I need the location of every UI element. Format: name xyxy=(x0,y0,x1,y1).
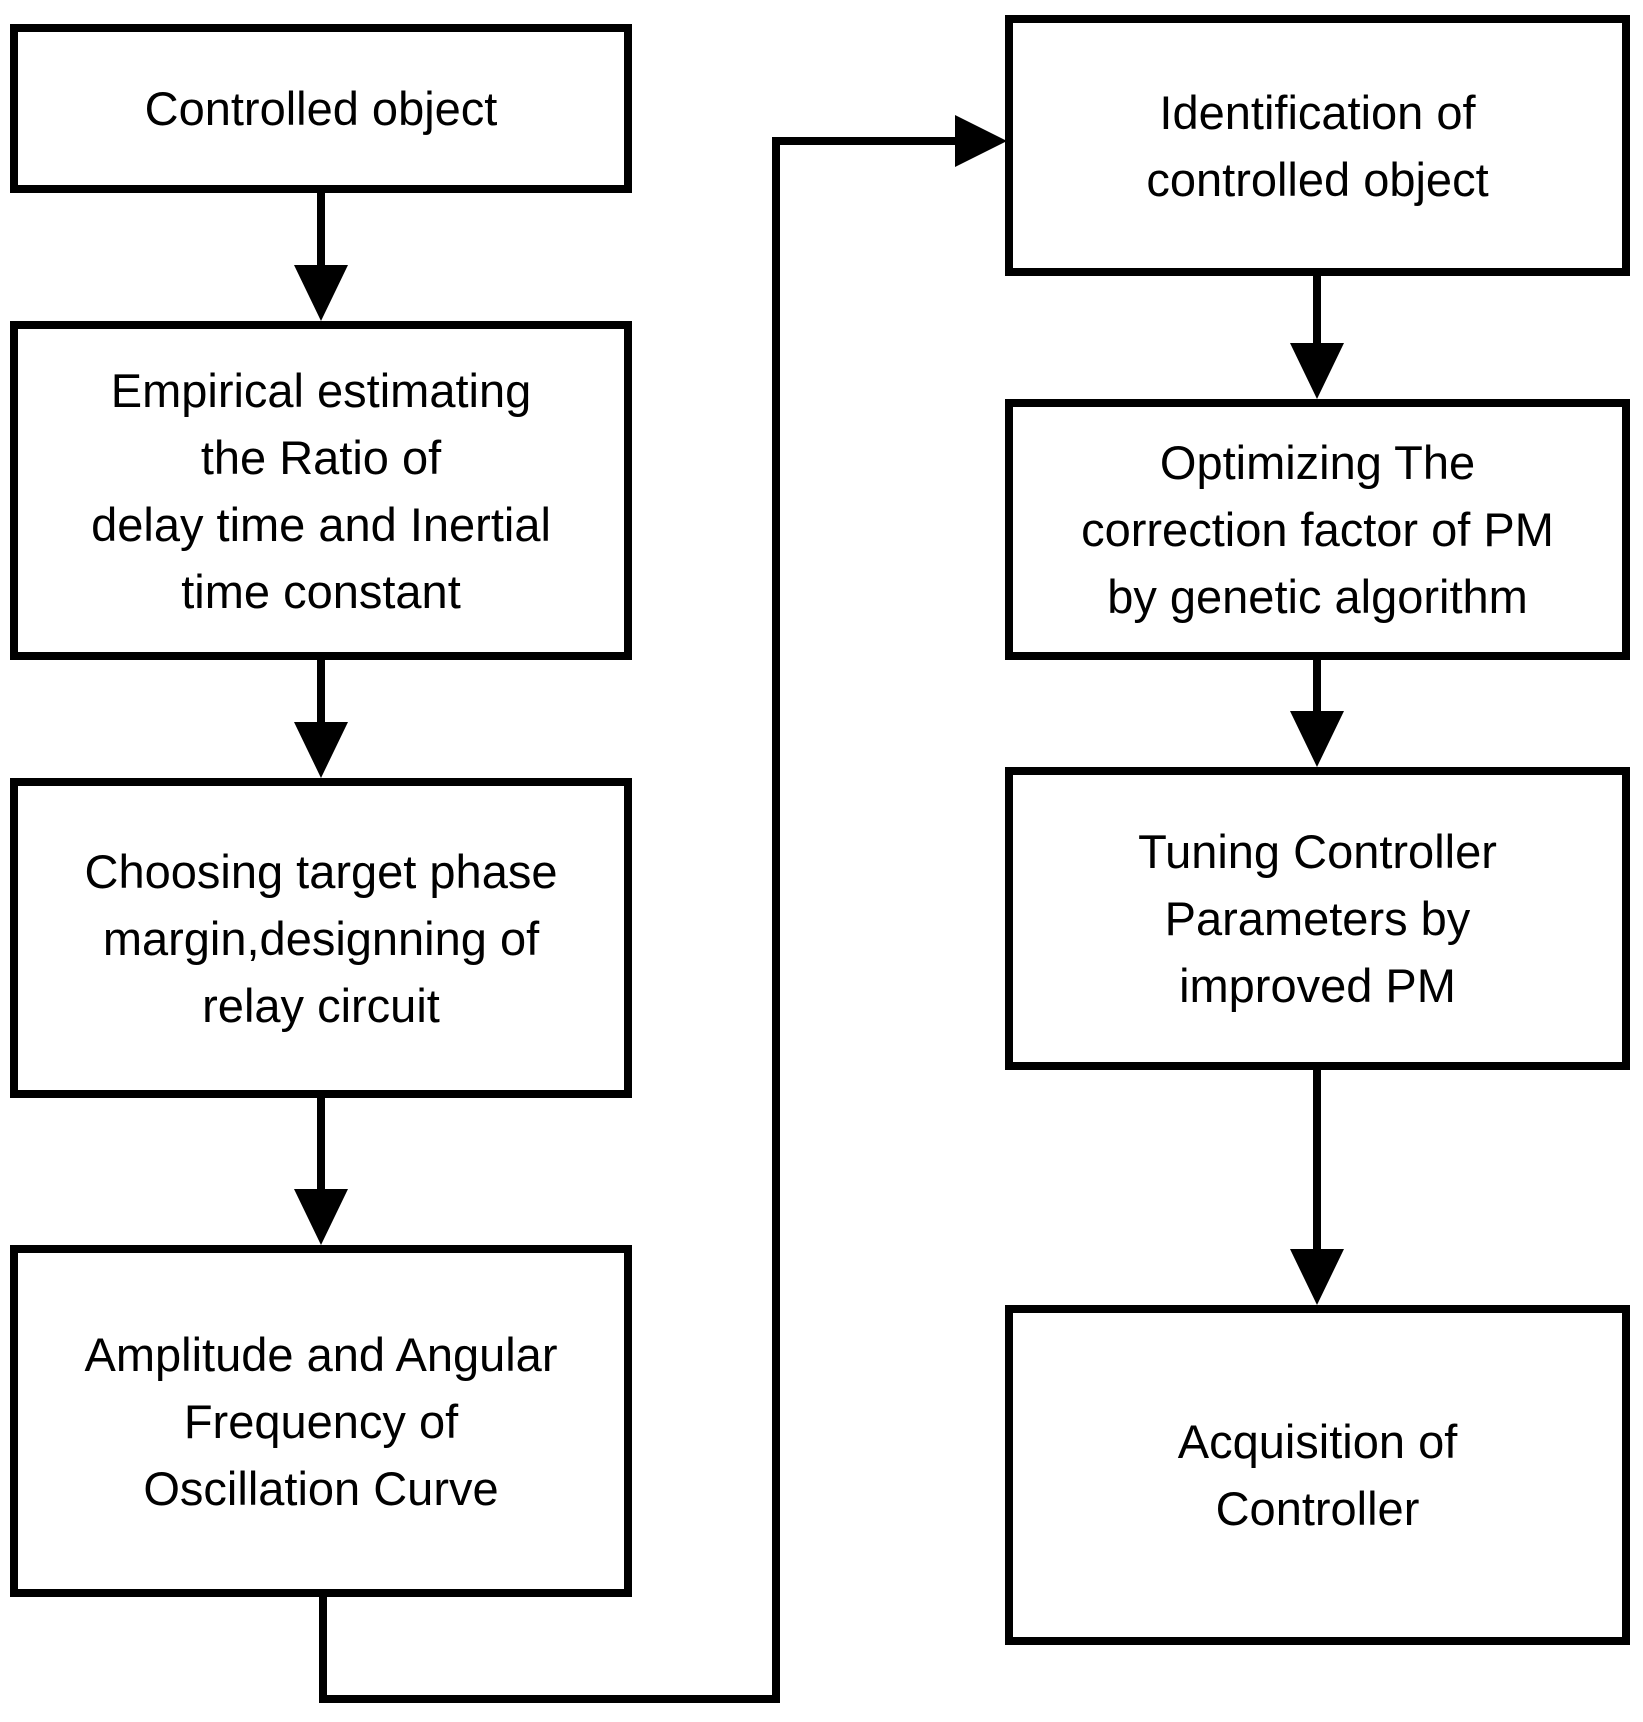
flow-box-empirical-estimating: Empirical estimating the Ratio of delay … xyxy=(10,321,632,660)
flow-box-choosing-target-phase: Choosing target phase margin,designning … xyxy=(10,778,632,1098)
flow-box-controlled-object: Controlled object xyxy=(10,24,632,193)
flow-box-label: Identification of controlled object xyxy=(1146,85,1489,206)
connector-line-top xyxy=(772,137,960,145)
flow-box-amplitude-angular-frequency: Amplitude and Angular Frequency of Oscil… xyxy=(10,1245,632,1597)
flow-box-label: Empirical estimating the Ratio of delay … xyxy=(91,363,551,618)
arrow-right-icon xyxy=(955,115,1007,167)
connector-line-up xyxy=(772,137,780,1703)
flow-box-optimizing-correction-factor: Optimizing The correction factor of PM b… xyxy=(1005,399,1630,660)
flow-box-label: Acquisition of Controller xyxy=(1177,1415,1458,1535)
flow-box-identification-of-controlled-object: Identification of controlled object xyxy=(1005,15,1630,276)
flow-box-tuning-controller-parameters: Tuning Controller Parameters by improved… xyxy=(1005,767,1630,1070)
flow-box-acquisition-of-controller: Acquisition of Controller xyxy=(1005,1305,1630,1645)
flow-box-label: Controlled object xyxy=(144,82,498,135)
flow-box-label: Tuning Controller Parameters by improved… xyxy=(1138,825,1497,1012)
connector-line-bottom xyxy=(319,1695,780,1703)
flow-box-label: Choosing target phase margin,designning … xyxy=(84,844,558,1032)
flow-box-label: Amplitude and Angular Frequency of Oscil… xyxy=(84,1327,558,1515)
flow-box-label: Optimizing The correction factor of PM b… xyxy=(1081,436,1554,623)
connector-line-down xyxy=(319,1597,327,1703)
